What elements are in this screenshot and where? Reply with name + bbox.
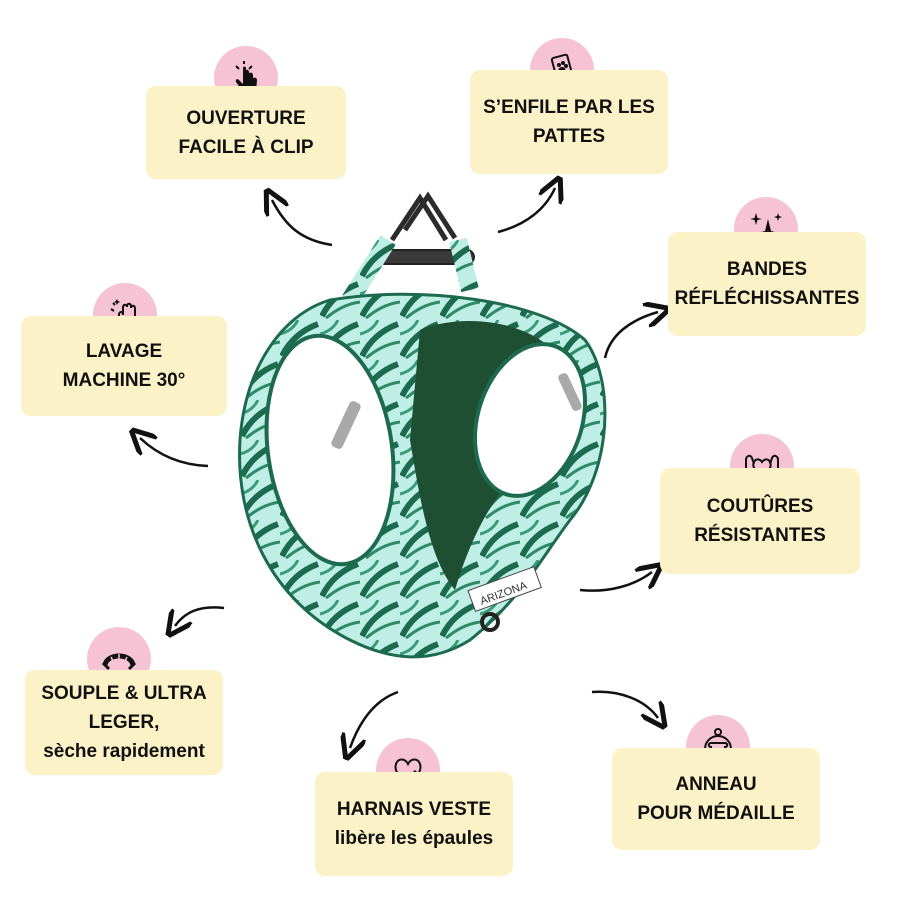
clip-line2: FACILE À CLIP (178, 136, 314, 158)
ring-line2: POUR MÉDAILLE (637, 803, 795, 824)
reflective-line1: BANDES (726, 259, 808, 280)
light-card: SOUPLE & ULTRA LEGER, sèche rapidement (25, 670, 223, 775)
reflective-card: BANDES RÉFLÉCHISSANTES (668, 232, 866, 336)
wash-card: LAVAGE MACHINE 30° (21, 316, 227, 416)
vest-card: HARNAIS VESTE libère les épaules (315, 772, 513, 876)
legs-line1: S’ENFILE PAR LES (483, 97, 655, 118)
light-line3: sèche rapidement (43, 741, 205, 762)
arrow-seams (579, 572, 652, 592)
arrow-vest (350, 690, 399, 748)
seams-line1: COUTÛRES (706, 496, 814, 517)
arrow-clip (272, 200, 333, 247)
brand-tag (467, 566, 542, 613)
legs-card: S’ENFILE PAR LES PATTES (470, 70, 668, 174)
seams-card: COUTÛRES RÉSISTANTES (660, 468, 860, 574)
light-line2: LEGER, (88, 712, 160, 733)
wash-line1: LAVAGE (85, 341, 163, 362)
reflective-strip-left (331, 401, 361, 449)
vest-line2: libère les épaules (334, 828, 494, 849)
strong-heart-icon (745, 454, 779, 478)
light-line1: SOUPLE & ULTRA (41, 683, 207, 704)
neck-strap (342, 235, 479, 305)
wash-line2: MACHINE 30° (62, 370, 186, 391)
arrow-reflective (603, 312, 658, 359)
finger-tap-icon (235, 61, 257, 92)
right-leg-hole (472, 342, 588, 498)
arrow-wash (140, 438, 209, 468)
clip-line1: OUVERTURE (186, 107, 306, 129)
ring-line1: ANNEAU (675, 774, 757, 795)
seams-line2: RÉSISTANTES (694, 525, 826, 546)
medal-ring (480, 612, 500, 632)
flexible-band-icon (101, 653, 137, 671)
arrow-legs (497, 188, 555, 234)
legs-line2: PATTES (532, 126, 606, 147)
ring-card: ANNEAU POUR MÉDAILLE (612, 748, 820, 850)
arrow-light (175, 606, 225, 626)
reflective-line2: RÉFLÉCHISSANTES (674, 288, 860, 309)
left-leg-hole (264, 333, 396, 567)
vest-line1: HARNAIS VESTE (336, 799, 492, 820)
arrow-ring (591, 690, 658, 718)
clip-card: OUVERTURE FACILE À CLIP (146, 86, 346, 179)
leash-clip (377, 191, 475, 265)
reflective-strip-right (558, 373, 582, 411)
